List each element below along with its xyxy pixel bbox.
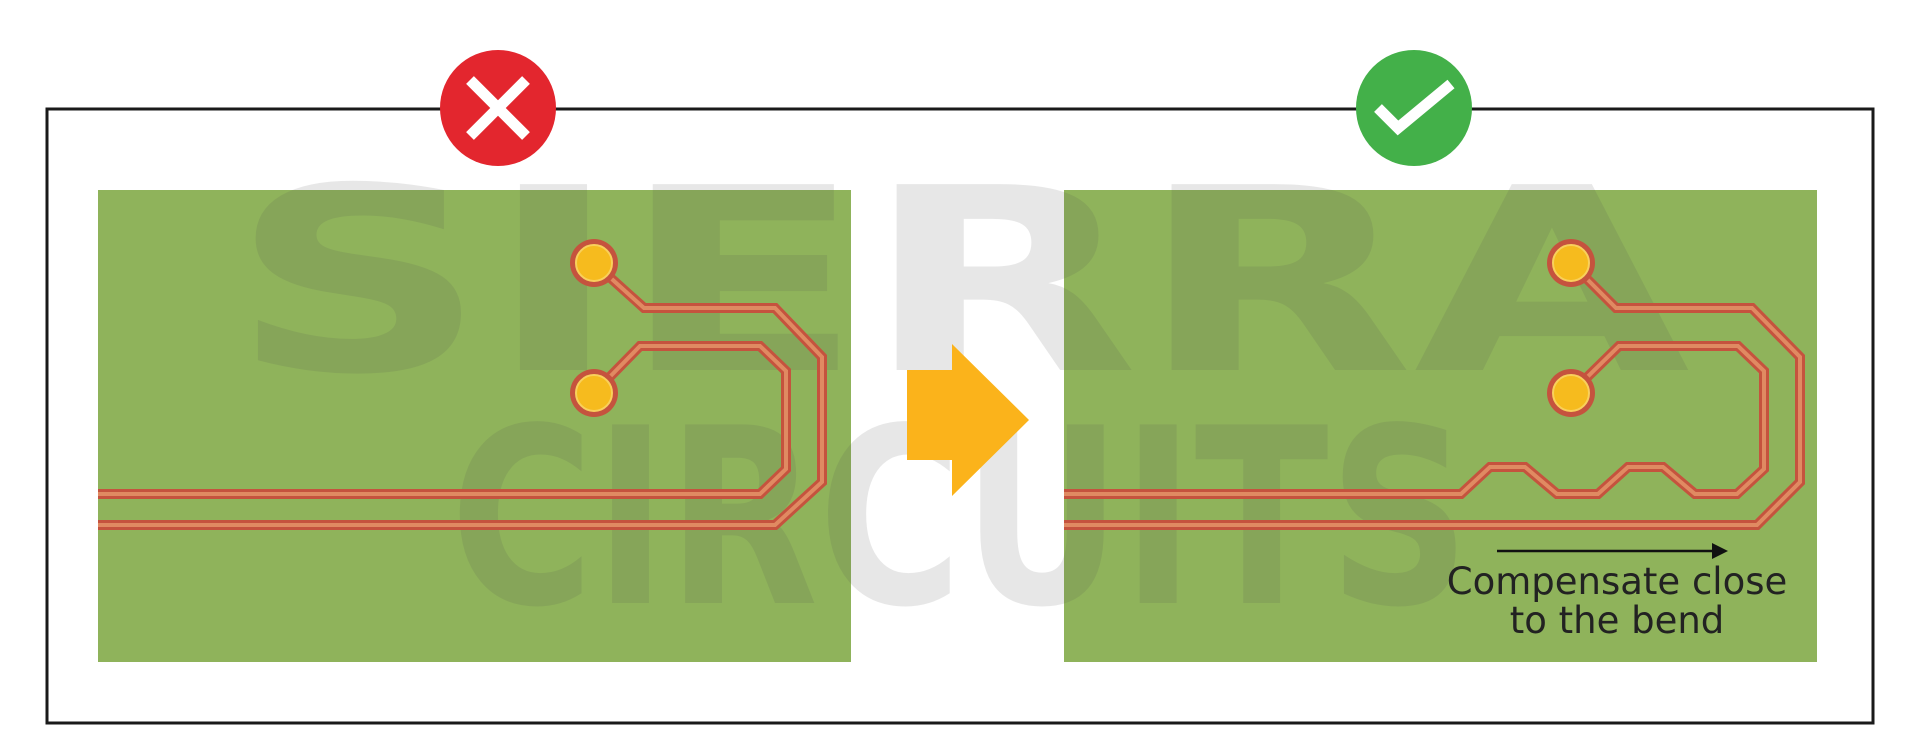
right-traces — [1064, 259, 1805, 530]
annotation-arrowhead-icon — [1712, 543, 1728, 559]
wrong-badge — [440, 50, 556, 166]
right-pads — [1547, 239, 1595, 417]
right-board — [1064, 190, 1817, 662]
right-inner-trace-core — [1064, 344, 1766, 496]
check-icon — [1374, 79, 1455, 136]
annotation-arrow — [1497, 543, 1728, 559]
outer-frame — [45, 107, 1875, 725]
right-pad-top-fill — [1552, 244, 1590, 282]
annotation-line-1: Compensate close — [1447, 560, 1788, 603]
annotation-line-2: to the bend — [1510, 599, 1725, 642]
transition-arrow-icon — [907, 344, 1029, 496]
left-inner-trace-core — [98, 344, 788, 496]
right-pad-bottom-fill — [1552, 374, 1590, 412]
right-outer-trace-core — [1064, 261, 1802, 527]
left-board — [98, 190, 851, 662]
left-pad-top-fill — [575, 244, 613, 282]
right-badge — [1356, 50, 1472, 166]
left-outer-trace-core — [98, 261, 824, 527]
left-pad-bottom-fill — [575, 374, 613, 412]
cross-icon — [466, 76, 530, 140]
left-traces — [98, 259, 827, 530]
watermark: SIERRA CIRCUITS — [230, 134, 1690, 661]
left-pads — [570, 239, 618, 417]
